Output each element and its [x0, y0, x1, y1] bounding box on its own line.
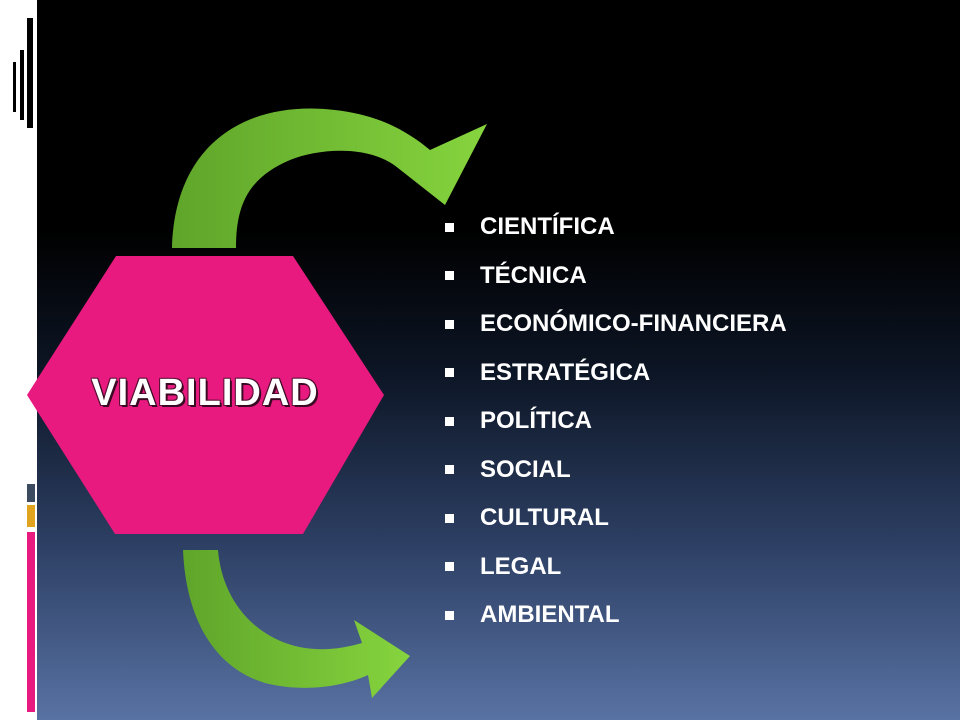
list-item: ESTRATÉGICA: [445, 349, 787, 398]
list-item: ECONÓMICO-FINANCIERA: [445, 300, 787, 349]
square-bullet-icon: [445, 562, 454, 572]
square-bullet-icon: [445, 319, 454, 329]
square-bullet-icon: [445, 271, 454, 281]
deco-bar-top-2: [20, 50, 24, 120]
list-item-text: AMBIENTAL: [480, 601, 620, 629]
list-item: SOCIAL: [445, 446, 787, 495]
square-bullet-icon: [445, 513, 454, 523]
list-item: LEGAL: [445, 543, 787, 592]
bottom-curved-arrow: [183, 550, 410, 698]
hexagon-label: VIABILIDAD: [91, 372, 319, 414]
list-item-text: ESTRATÉGICA: [480, 358, 651, 386]
deco-bar-top-1: [27, 18, 33, 128]
list-item-text: TÉCNICA: [480, 261, 587, 289]
square-bullet-icon: [445, 610, 454, 620]
list-item-text: SOCIAL: [480, 455, 571, 483]
list-item-text: ECONÓMICO-FINANCIERA: [480, 310, 787, 338]
list-item: CULTURAL: [445, 494, 787, 543]
list-item-text: LEGAL: [480, 552, 562, 580]
deco-bar-bottom-gray: [27, 484, 35, 502]
list-item: POLÍTICA: [445, 397, 787, 446]
viabilidad-hexagon: [27, 256, 384, 534]
square-bullet-icon: [445, 222, 454, 232]
viability-types-list: CIENTÍFICA TÉCNICA ECONÓMICO-FINANCIERA …: [445, 203, 787, 640]
deco-bar-top-3: [13, 62, 16, 112]
deco-bar-bottom-pink: [27, 532, 35, 712]
square-bullet-icon: [445, 465, 454, 475]
list-item-text: POLÍTICA: [480, 407, 592, 435]
list-item-text: CIENTÍFICA: [480, 213, 615, 241]
square-bullet-icon: [445, 368, 454, 378]
list-item: CIENTÍFICA: [445, 203, 787, 252]
deco-bar-bottom-gold: [27, 505, 35, 527]
list-item: TÉCNICA: [445, 252, 787, 301]
list-item: AMBIENTAL: [445, 591, 787, 640]
square-bullet-icon: [445, 416, 454, 426]
list-item-text: CULTURAL: [480, 504, 609, 532]
top-curved-arrow: [172, 108, 487, 248]
